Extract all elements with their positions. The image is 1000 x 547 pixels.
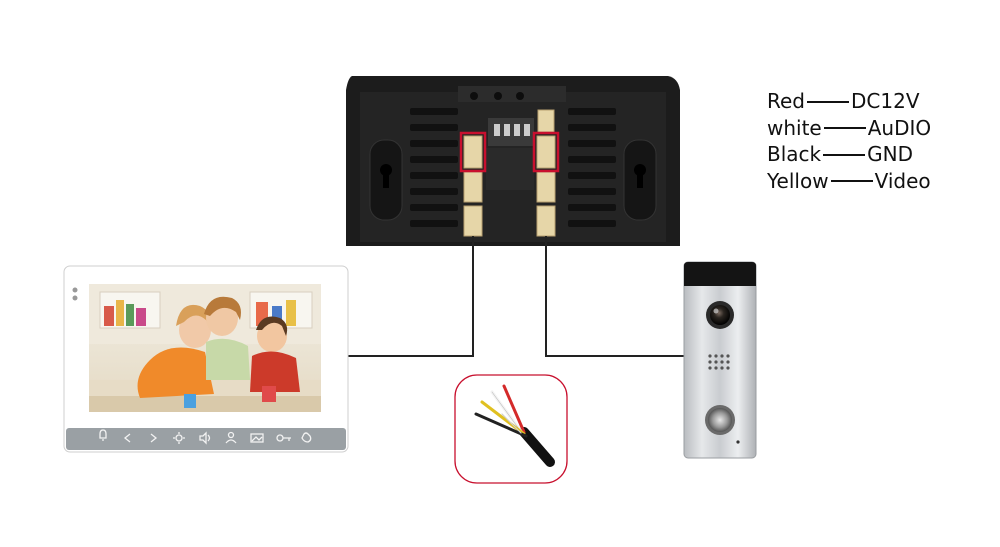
connector-column-left — [463, 135, 483, 237]
camera-lens-icon — [706, 301, 734, 329]
door-station — [683, 261, 757, 459]
wire-color-label: Black — [767, 142, 822, 166]
speaker-icon[interactable] — [199, 431, 211, 445]
settings-icon[interactable] — [173, 432, 185, 444]
microphone-hole-icon — [736, 440, 740, 444]
wire-color-label: Red — [767, 89, 805, 113]
legend-dash — [807, 100, 849, 103]
highlight-box-left — [459, 131, 487, 173]
call-button[interactable] — [705, 405, 735, 435]
legend-dash — [830, 180, 873, 182]
legend-dash — [823, 127, 866, 129]
legend-row-red: Red DC12V — [767, 88, 987, 115]
left-arrow-icon[interactable] — [123, 433, 131, 443]
wire-color-label: Yellow — [767, 168, 829, 193]
wire-to-monitor — [346, 236, 474, 357]
user-icon[interactable] — [225, 431, 237, 444]
vent-slots-left — [410, 108, 458, 227]
key-icon[interactable] — [276, 434, 291, 442]
cable-closeup — [454, 374, 568, 484]
phone-icon[interactable] — [301, 432, 312, 443]
monitor-screen-image — [89, 284, 321, 412]
mount-hole-right — [623, 139, 657, 221]
right-arrow-icon[interactable] — [150, 433, 158, 443]
image-icon[interactable] — [250, 433, 264, 443]
bell-icon[interactable] — [99, 429, 107, 441]
monitor-back-panel — [346, 76, 680, 246]
top-control-strip — [458, 86, 566, 102]
legend-row-yellow: Yellow Video — [767, 168, 987, 195]
wire-signal-label: Video — [874, 168, 931, 193]
connector-column-right — [536, 109, 556, 237]
mount-hole-left — [369, 139, 403, 221]
indoor-monitor — [63, 265, 349, 453]
legend-dash — [823, 153, 866, 156]
vent-slots-right — [568, 108, 616, 227]
speaker-grille-icon — [708, 354, 730, 370]
legend-row-black: Black GND — [767, 141, 987, 168]
highlight-box-right — [532, 131, 560, 173]
wire-signal-label: GND — [867, 142, 913, 166]
wiring-legend: Red DC12V white AuDIO Black GND Yellow Video — [767, 88, 987, 194]
wire-color-label: white — [767, 115, 822, 140]
legend-row-white: white AuDIO — [767, 115, 987, 142]
wire-signal-label: DC12V — [851, 89, 920, 113]
wire-signal-label: AuDIO — [867, 115, 932, 140]
wire-to-door-station — [545, 236, 686, 357]
